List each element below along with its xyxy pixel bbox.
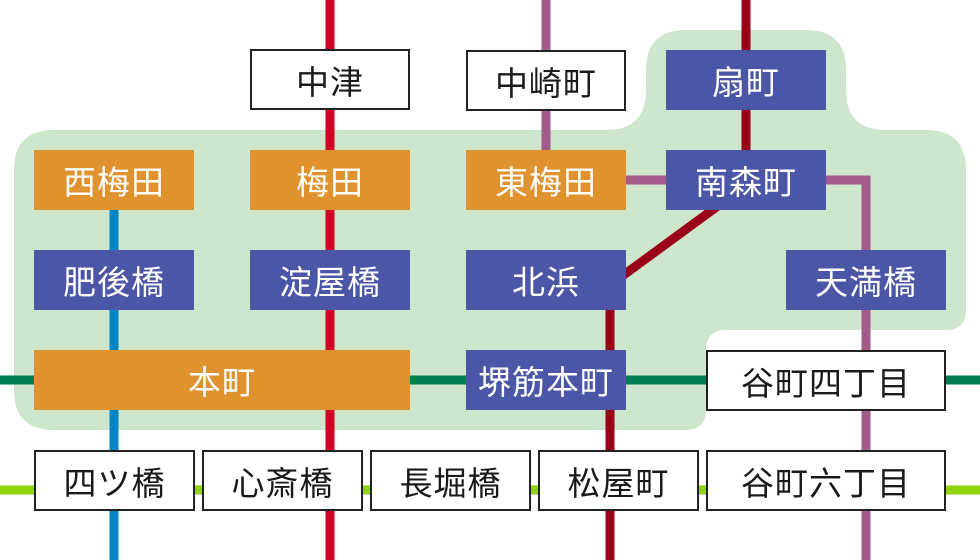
station-nagahoribashi[interactable]: 長堀橋 (370, 450, 531, 511)
station-label: 南森町 (695, 163, 797, 202)
station-label: 梅田 (296, 163, 364, 202)
fare-zone-area (14, 30, 966, 430)
station-label: 東梅田 (495, 163, 597, 202)
station-label: 中津 (296, 62, 364, 102)
station-label: 本町 (188, 363, 256, 402)
station-label: 四ツ橋 (63, 463, 166, 503)
station-nakatsu[interactable]: 中津 (250, 49, 410, 110)
station-label: 西梅田 (63, 163, 165, 202)
station-label: 天満橋 (815, 263, 917, 302)
station-temmabashi[interactable]: 天満橋 (786, 250, 946, 310)
station-label: 谷町四丁目 (741, 363, 911, 403)
station-ogimachi[interactable]: 扇町 (666, 50, 826, 110)
station-label: 長堀橋 (399, 463, 502, 503)
station-yotsubashi[interactable]: 四ツ橋 (34, 450, 195, 511)
station-umeda[interactable]: 梅田 (250, 150, 410, 210)
station-sakaisuji-hommachi[interactable]: 堺筋本町 (466, 350, 626, 410)
station-minami-morimachi[interactable]: 南森町 (666, 150, 826, 210)
station-label: 淀屋橋 (279, 263, 381, 302)
station-label: 中崎町 (495, 63, 597, 103)
line-darkred-segment (607, 196, 729, 289)
station-label: 堺筋本町 (478, 363, 614, 402)
station-label: 心斎橋 (231, 463, 334, 503)
station-label: 谷町六丁目 (741, 463, 911, 503)
station-label: 肥後橋 (63, 263, 165, 302)
station-nishi-umeda[interactable]: 西梅田 (34, 150, 194, 210)
station-kitahama[interactable]: 北浜 (466, 250, 626, 310)
station-tanimachi-6chome[interactable]: 谷町六丁目 (706, 450, 946, 511)
station-higobashi[interactable]: 肥後橋 (34, 250, 194, 310)
station-tanimachi-4chome[interactable]: 谷町四丁目 (706, 350, 946, 411)
station-nakazakicho[interactable]: 中崎町 (466, 50, 626, 111)
line-purple-segment (546, 175, 871, 560)
station-matsuyamachi[interactable]: 松屋町 (538, 450, 699, 511)
station-label: 扇町 (712, 63, 780, 102)
station-label: 北浜 (512, 263, 580, 302)
station-shinsaibashi[interactable]: 心斎橋 (202, 450, 363, 511)
station-hommachi[interactable]: 本町 (34, 350, 410, 410)
station-label: 松屋町 (567, 463, 670, 503)
station-yodoyabashi[interactable]: 淀屋橋 (250, 250, 410, 310)
station-higashi-umeda[interactable]: 東梅田 (466, 150, 626, 210)
